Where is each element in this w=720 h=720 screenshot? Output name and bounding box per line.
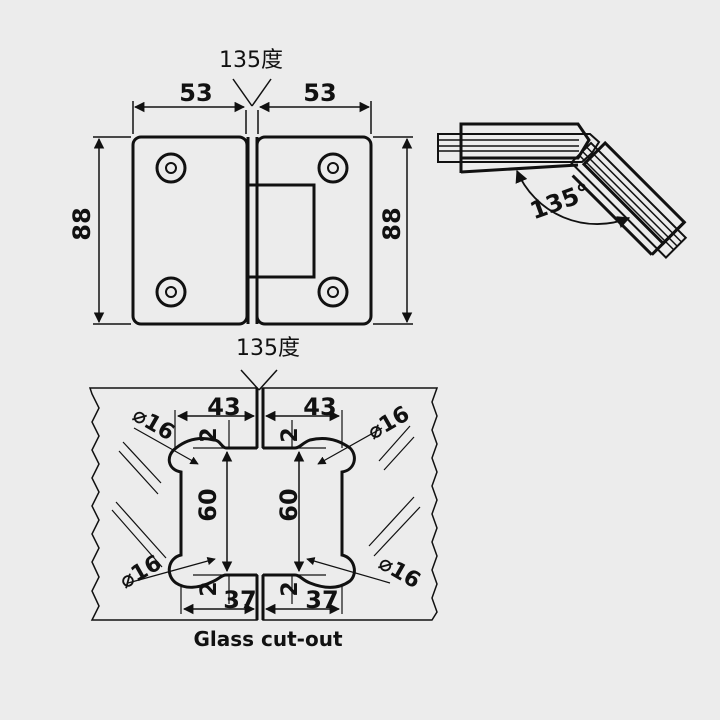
cutout-left-top-offset: 2 <box>197 427 222 442</box>
top-left-width-label: 53 <box>179 79 212 107</box>
top-angle-label: 135度 <box>219 48 283 73</box>
cutout-right-bottom-offset: 2 <box>278 581 303 596</box>
screw-bottom-right-icon <box>317 276 349 308</box>
cutout-top-left-width: 43 <box>207 393 240 421</box>
side-angle-label: 135° <box>526 178 594 226</box>
left-hinge-plate <box>131 135 249 326</box>
top-right-width-label: 53 <box>303 79 336 107</box>
side-view: 135° <box>437 122 688 259</box>
right-height-label: 88 <box>378 207 406 240</box>
screw-top-left-icon <box>155 152 187 184</box>
cutout-right-height: 60 <box>275 488 303 521</box>
cutout-angle-label: 135度 <box>236 336 300 361</box>
screw-top-right-icon <box>317 152 349 184</box>
top-front-view: 135度 53 53 88 88 <box>68 48 413 326</box>
cutout-right-top-offset: 2 <box>278 427 303 442</box>
glass-cutout-view: 135度 43 43 2 2 2 2 60 60 <box>88 336 439 651</box>
cutout-left-bottom-offset: 2 <box>197 581 222 596</box>
cutout-left-height: 60 <box>194 488 222 521</box>
left-height-label: 88 <box>68 207 96 240</box>
glass-reflection-lines <box>111 425 421 568</box>
cutout-bottom-right-width: 37 <box>305 586 338 614</box>
screw-bottom-left-icon <box>155 276 187 308</box>
glass-cutout-caption: Glass cut-out <box>193 627 342 651</box>
cutout-top-right-width: 43 <box>303 393 336 421</box>
cutout-bottom-left-width: 37 <box>223 586 256 614</box>
